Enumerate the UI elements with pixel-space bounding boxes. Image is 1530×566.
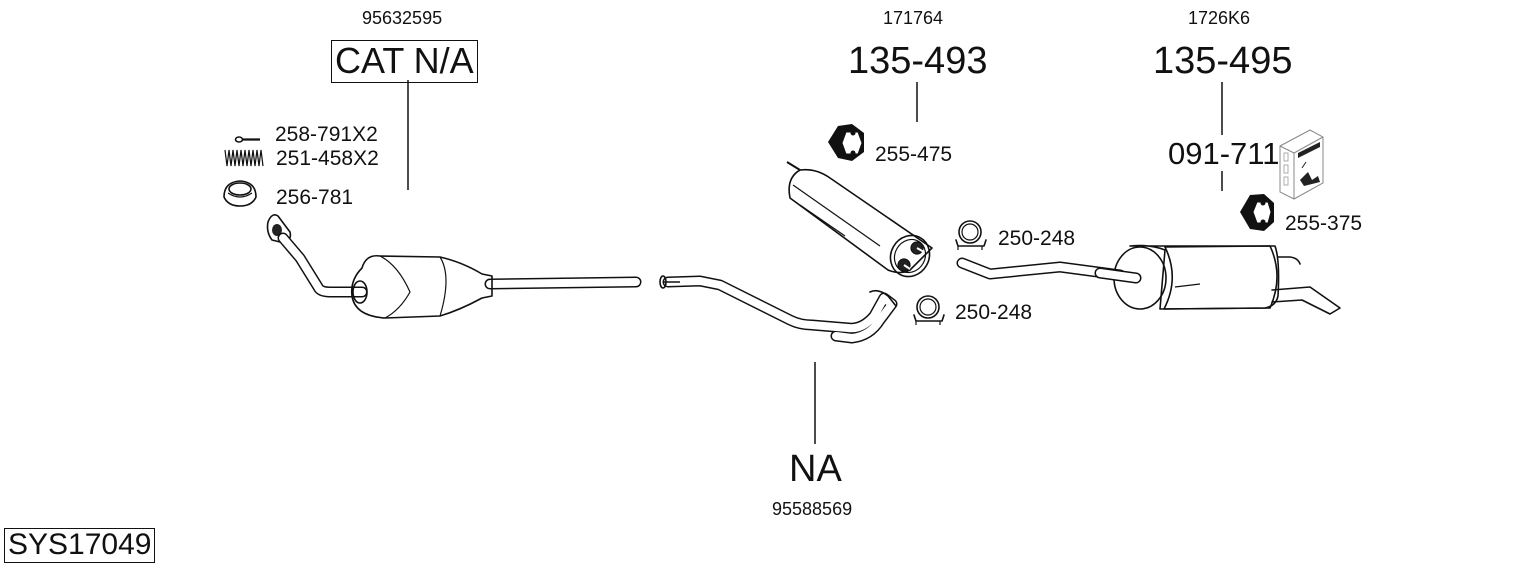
oem-number-front-silencer: 171764 xyxy=(883,8,944,28)
accessory-label-bolt[interactable]: 258-791X2 xyxy=(275,123,378,146)
part-label-rear-silencer[interactable]: 135-495 xyxy=(1153,40,1293,82)
accessory-label-rubber-mount[interactable]: 255-375 xyxy=(1285,212,1363,235)
middle-pipe-drawing xyxy=(659,275,898,344)
bolt-icon xyxy=(234,136,260,143)
accessory-label-clamp[interactable]: 250-248 xyxy=(955,301,1033,324)
accessory-label-spring[interactable]: 251-458X2 xyxy=(276,147,379,170)
fitting-kit-box-icon xyxy=(1279,129,1324,200)
oem-number-catalytic: 95632595 xyxy=(362,8,443,28)
oem-number-rear-silencer: 1726K6 xyxy=(1188,8,1251,28)
front-silencer-drawing xyxy=(786,161,933,278)
fitting-kit-label[interactable]: 091-711 xyxy=(1168,136,1280,171)
part-label-catalytic[interactable]: CAT N/A xyxy=(331,40,478,83)
catalytic-converter-drawing xyxy=(266,214,642,319)
system-id-badge: SYS17049 xyxy=(4,528,156,563)
rubber-mount-icon xyxy=(1240,194,1274,231)
gasket-ring-icon xyxy=(223,180,257,207)
pipe-clamp-icon xyxy=(955,220,987,250)
oem-number-middle-pipe: 95588569 xyxy=(772,499,853,519)
accessory-label-clamp[interactable]: 250-248 xyxy=(998,227,1076,250)
rear-silencer-drawing xyxy=(956,244,1341,315)
spring-icon xyxy=(224,149,264,167)
part-label-middle-pipe[interactable]: NA xyxy=(789,448,842,490)
accessory-label-gasket[interactable]: 256-781 xyxy=(276,186,354,209)
accessory-label-rubber-mount[interactable]: 255-475 xyxy=(875,143,953,166)
rubber-mount-icon xyxy=(828,124,864,161)
pipe-clamp-icon xyxy=(913,295,945,325)
part-label-front-silencer[interactable]: 135-493 xyxy=(848,40,988,82)
